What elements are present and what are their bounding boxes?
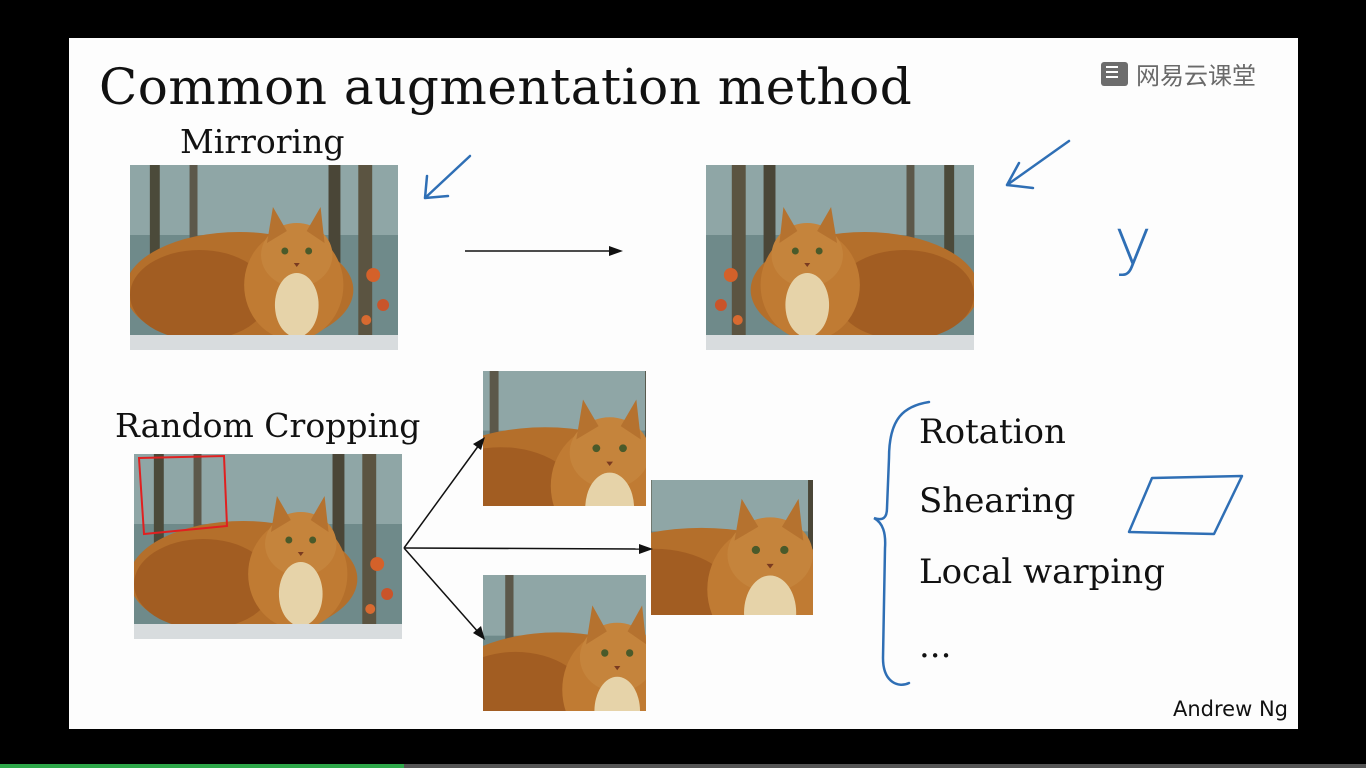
classroom-logo-icon (1101, 62, 1128, 86)
netease-cloud-classroom-logo: 网易云课堂 (1101, 56, 1256, 91)
slide-title: Common augmentation method (99, 58, 912, 116)
video-progress-fill (0, 764, 404, 768)
random-cropping-label: Random Cropping (115, 406, 420, 445)
pen-arrow-annotation-left (415, 148, 475, 208)
mirroring-label: Mirroring (180, 122, 344, 161)
mirrored-cat-image (706, 165, 974, 350)
handwritten-y-annotation: y (1114, 206, 1152, 280)
original-cat-image (130, 165, 398, 350)
logo-text: 网易云课堂 (1136, 56, 1256, 91)
augmentation-local-warping: Local warping (919, 552, 1165, 592)
crop-region-box (134, 454, 234, 544)
augmentation-shearing: Shearing (919, 481, 1075, 521)
augmentation-ellipsis: ... (919, 626, 951, 666)
author-name: Andrew Ng (1173, 697, 1288, 721)
slide: Common augmentation method 网易云课堂 Mirrori… (69, 38, 1298, 729)
shear-parallelogram-sketch (1124, 470, 1249, 540)
crop-result-middle (651, 480, 813, 615)
video-progress-bar[interactable] (0, 764, 1366, 768)
augmentation-rotation: Rotation (919, 412, 1066, 452)
mirroring-arrow (459, 238, 629, 268)
pen-arrow-annotation-right (999, 133, 1079, 198)
cropping-arrows (399, 433, 659, 648)
